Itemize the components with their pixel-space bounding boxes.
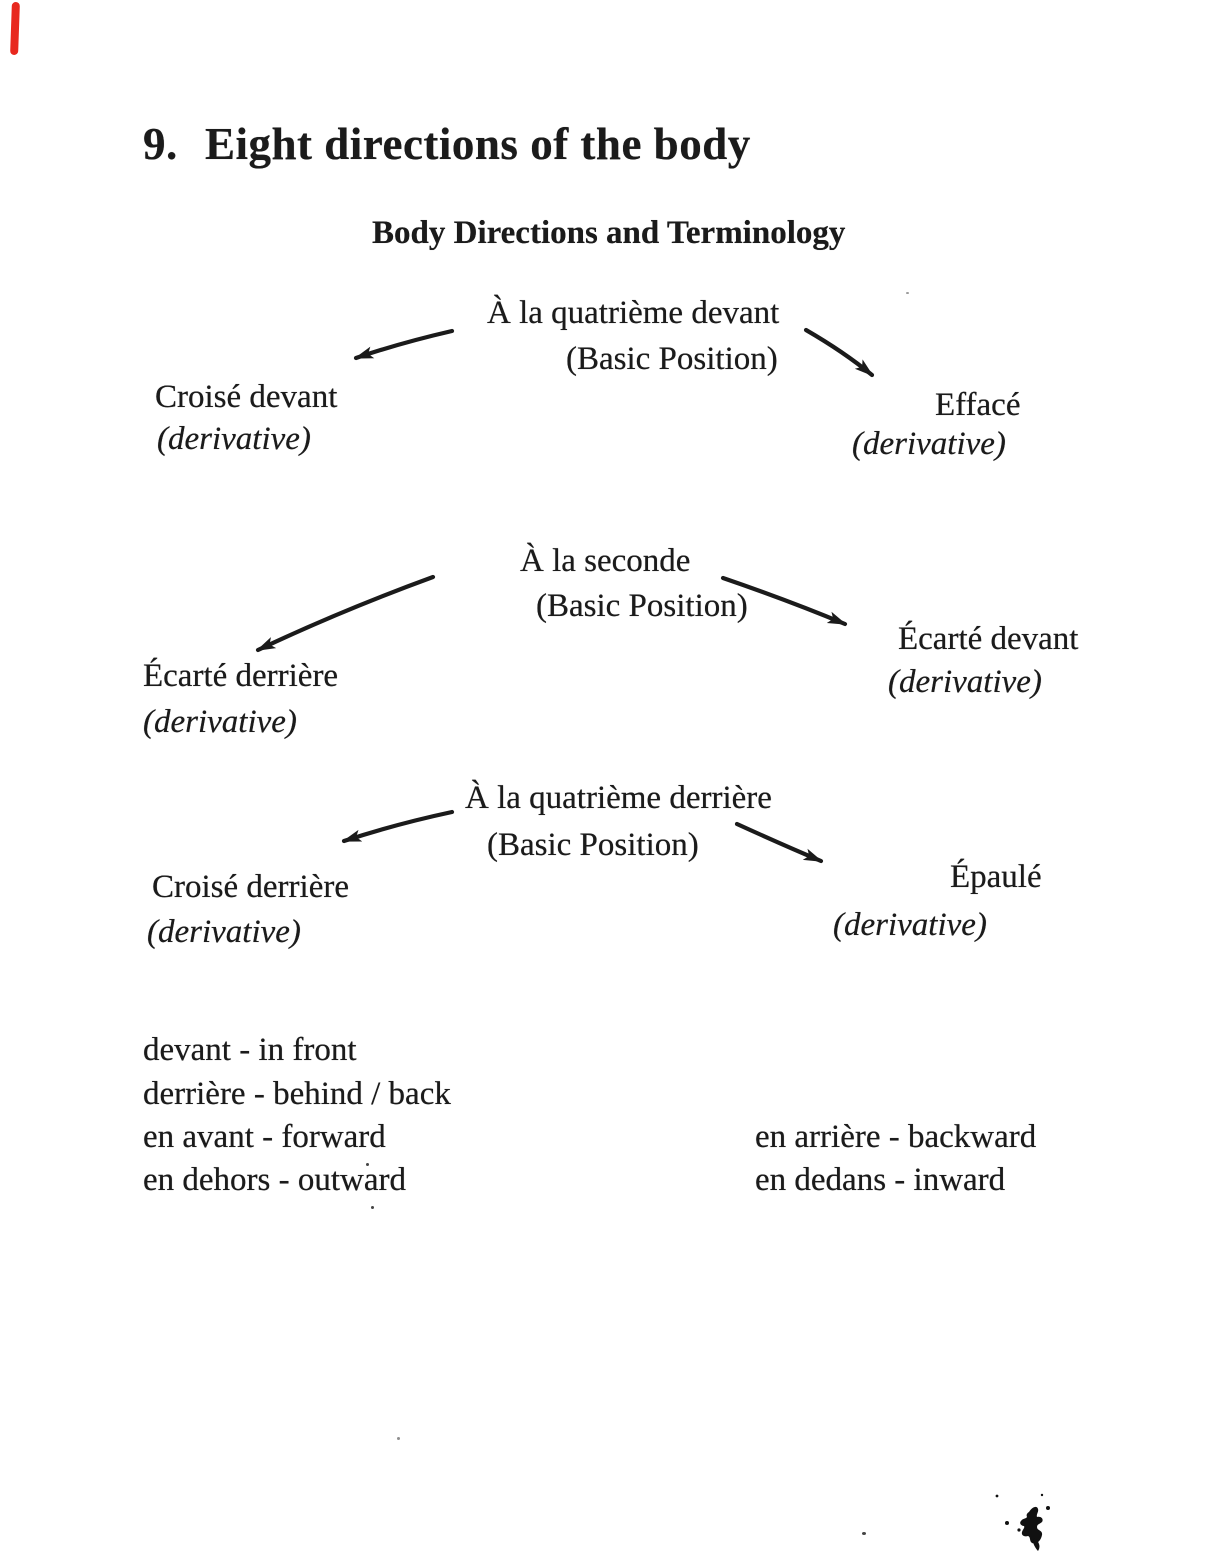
derivative-note: (derivative) <box>852 426 1006 462</box>
page-title: Eight directions of the body <box>205 119 751 169</box>
derivative-note: (derivative) <box>143 704 297 740</box>
section-number: 9. <box>143 119 178 169</box>
derivative-ecarte-devant: Écarté devant <box>898 621 1079 657</box>
basic-position-2-sublabel: (Basic Position) <box>536 588 748 624</box>
basic-position-1-sublabel: (Basic Position) <box>566 341 778 377</box>
derivative-note: (derivative) <box>833 907 987 943</box>
basic-position-3-sublabel: (Basic Position) <box>487 827 699 863</box>
derivative-efface: Effacé <box>935 387 1021 423</box>
scan-speck <box>862 1532 866 1535</box>
arrow-to-croise-devant <box>353 328 455 361</box>
arrow-to-croise-derriere <box>341 809 455 844</box>
glossary-line: derrière - behind / back <box>143 1076 451 1112</box>
basic-position-2-label: À la seconde <box>520 543 691 579</box>
glossary-line: en avant - forward <box>143 1119 386 1155</box>
derivative-ecarte-derriere: Écarté derrière <box>143 658 339 694</box>
basic-position-1-label: À la quatrième devant <box>487 295 780 331</box>
derivative-epaule: Épaulé <box>950 859 1042 895</box>
arrow-to-ecarte-derriere <box>255 574 436 653</box>
glossary-line: en arrière - backward <box>755 1119 1037 1155</box>
ink-smudge <box>995 1493 1050 1551</box>
derivative-note: (derivative) <box>157 421 311 457</box>
scan-speck <box>906 292 909 294</box>
derivative-note: (derivative) <box>888 664 1042 700</box>
arrow-to-efface <box>803 327 875 378</box>
derivative-note: (derivative) <box>147 914 301 950</box>
arrow-to-epaule <box>734 821 824 864</box>
scan-speck <box>366 1163 369 1166</box>
scan-speck <box>371 1206 374 1209</box>
basic-position-3-label: À la quatrième derrière <box>465 780 772 816</box>
scan-speck <box>397 1437 400 1440</box>
derivative-croise-devant: Croisé devant <box>155 379 338 415</box>
red-edge-scan-mark <box>10 1 20 56</box>
derivative-croise-derriere: Croisé derrière <box>152 869 349 905</box>
glossary-line: devant - in front <box>143 1032 357 1068</box>
glossary-line: en dedans - inward <box>755 1162 1006 1198</box>
page-subtitle: Body Directions and Terminology <box>372 215 846 251</box>
glossary-line: en dehors - outward <box>143 1162 407 1198</box>
